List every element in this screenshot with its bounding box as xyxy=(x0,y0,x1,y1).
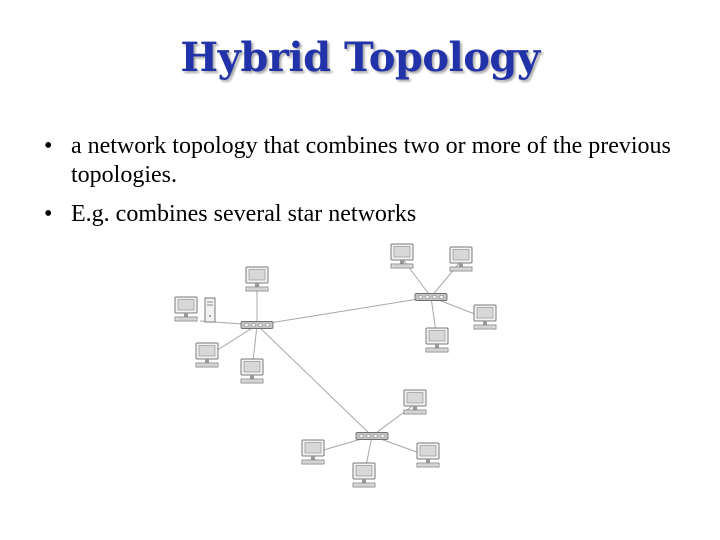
desktop-computer-icon xyxy=(196,343,218,367)
network-hub-icon xyxy=(415,294,447,301)
desktop-computer-icon xyxy=(474,305,496,329)
hub-link xyxy=(257,297,431,325)
network-hub-icon xyxy=(241,322,273,329)
desktop-computer-icon xyxy=(241,359,263,383)
desktop-computer-icon xyxy=(404,390,426,414)
computer-tower-icon xyxy=(205,298,215,322)
desktop-computer-icon xyxy=(417,443,439,467)
desktop-computer-icon xyxy=(353,463,375,487)
device-link xyxy=(372,404,415,436)
network-hub-icon xyxy=(356,433,388,440)
desktop-computer-icon xyxy=(175,297,197,321)
desktop-computer-icon xyxy=(302,440,324,464)
desktop-computer-icon xyxy=(391,244,413,268)
desktop-computer-icon xyxy=(450,247,472,271)
hub-link xyxy=(257,325,372,436)
device-link xyxy=(431,261,461,297)
desktop-computer-icon xyxy=(246,267,268,291)
desktop-computer-icon xyxy=(426,328,448,352)
